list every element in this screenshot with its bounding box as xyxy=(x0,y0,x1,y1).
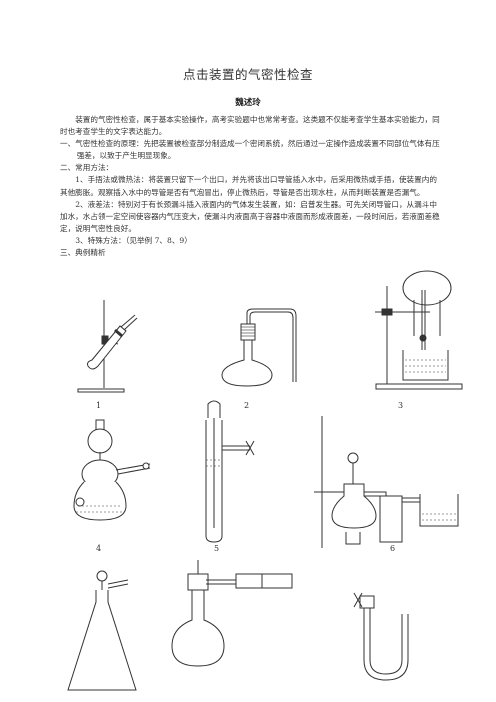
paragraph-examples-heading: 三、典例精析 xyxy=(60,248,106,258)
paragraph-method-1: 1、手捂法或微热法：将装置只留下一个出口，并先将该出口导管插入水中，后采用微热或… xyxy=(60,175,437,197)
figure-3-stand-beaker xyxy=(375,270,463,390)
figure-label-3: 3 xyxy=(398,401,403,410)
figure-label-6: 6 xyxy=(390,544,395,553)
figure-label-1: 1 xyxy=(96,401,101,410)
figure-label-2: 2 xyxy=(244,401,249,410)
paragraph-intro: 装置的气密性检查，属于基本实验操作，高考实验题中也常常考查。这类题不仅能考查学生… xyxy=(60,115,440,137)
paragraph-method-3: 3、特殊方法：（见举例 7、8、9） xyxy=(75,235,192,245)
author-name: 魏述玲 xyxy=(235,98,261,108)
figure-5-tube-funnel xyxy=(205,400,255,543)
figure-9-u-tube xyxy=(353,592,409,681)
figure-1-test-tube-stand xyxy=(77,300,138,393)
paragraph-method-2: 2、液差法：特别对于有长颈漏斗插入液面内的气体发生装置，如：启普发生器。可先关闭… xyxy=(60,199,440,233)
figure-8-flask-syringe xyxy=(171,560,293,667)
figure-7-conical-flask xyxy=(67,570,137,691)
figure-4-kipp-generator xyxy=(73,419,151,521)
figure-label-5: 5 xyxy=(214,544,219,553)
paragraph-methods-heading: 二、常用方法： xyxy=(60,163,114,173)
page-title: 点击装置的气密性检查 xyxy=(182,67,313,82)
figure-2-flask-tube xyxy=(221,308,297,387)
figure-label-4: 4 xyxy=(96,544,101,553)
figure-6-gas-train xyxy=(314,416,459,548)
document-body: 装置的气密性检查，属于基本实验操作，高考实验题中也常常考查。这类题不仅能考查学生… xyxy=(60,114,442,259)
paragraph-principle: 一、气密性检查的原理：先把装置被检查部分制造成一个密闭系统，然后通过一定操作造成… xyxy=(60,139,440,161)
